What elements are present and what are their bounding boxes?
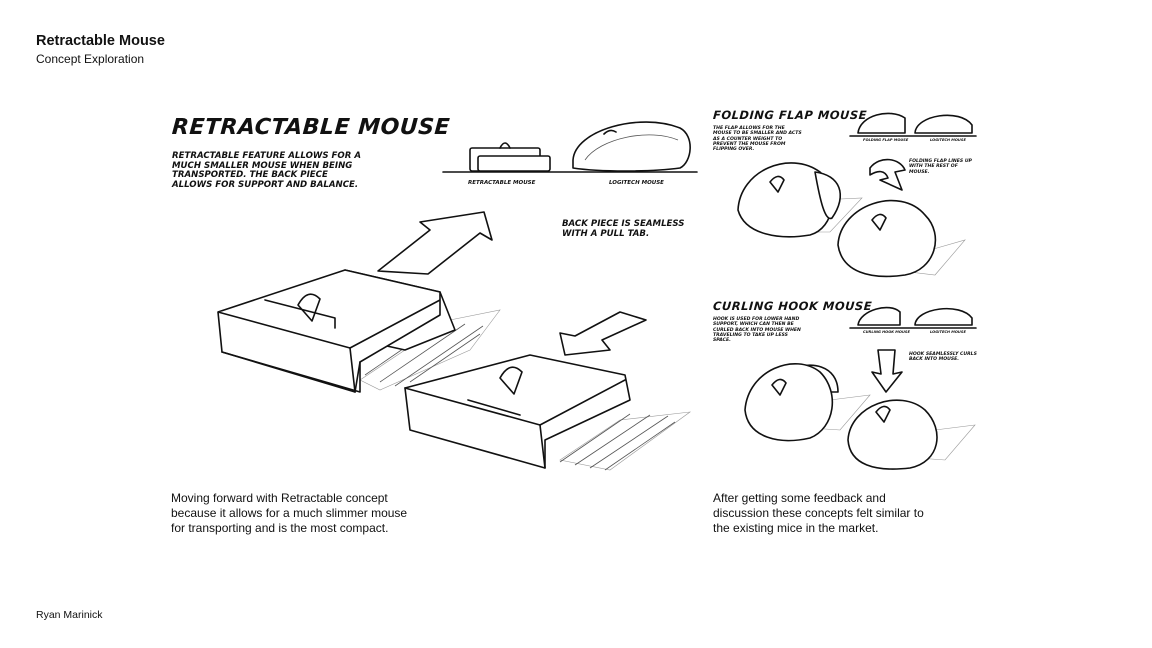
label-logitech-mouse-3: LOGITECH MOUSE [930, 330, 966, 334]
caption-retractable: Moving forward with Retractable concept … [171, 491, 408, 535]
back-piece-note: BACK PIECE IS SEAMLESS WITH A PULL TAB. [562, 219, 685, 239]
label-logitech-mouse: LOGITECH MOUSE [609, 180, 664, 186]
label-logitech-mouse-2: LOGITECH MOUSE [930, 138, 966, 142]
folding-flap-comparison-sketch [849, 112, 977, 137]
retractable-note: RETRACTABLE FEATURE ALLOWS FOR A MUCH SM… [172, 151, 361, 190]
size-comparison-sketch [442, 121, 698, 173]
label-retractable-mouse: RETRACTABLE MOUSE [468, 180, 536, 186]
arrow-down-icon [559, 311, 647, 356]
label-curling-hook-mouse: CURLING HOOK MOUSE [863, 330, 910, 334]
caption-other-concepts: After getting some feedback and discussi… [713, 491, 924, 535]
retractable-mouse-extended-sketch [217, 269, 501, 393]
arrow-up-icon [377, 211, 493, 275]
sketch-title-retractable: RETRACTABLE MOUSE [171, 115, 451, 140]
curling-hook-comparison-sketch [849, 306, 977, 329]
label-folding-flap-mouse: FOLDING FLAP MOUSE [863, 138, 909, 142]
author-name: Ryan Marinick [36, 609, 103, 621]
folding-flap-note-2: FOLDING FLAP LINES UP WITH THE REST OF M… [909, 159, 972, 175]
page-title: Retractable Mouse [36, 33, 165, 49]
curling-hook-note-2: HOOK SEAMLESSLY CURLS BACK INTO MOUSE. [909, 352, 977, 363]
folding-flap-note: THE FLAP ALLOWS FOR THE MOUSE TO BE SMAL… [713, 126, 802, 153]
folding-flap-mouse-sketch [737, 158, 966, 278]
retractable-mouse-retracted-sketch [404, 354, 692, 471]
curling-hook-mouse-sketch [744, 349, 976, 470]
curling-hook-note: HOOK IS USED FOR LOWER HAND SUPPORT, WHI… [713, 317, 801, 344]
sketch-title-curling-hook: CURLING HOOK MOUSE [712, 299, 873, 313]
page-subtitle: Concept Exploration [36, 52, 145, 66]
sketch-title-folding-flap: FOLDING FLAP MOUSE [712, 108, 868, 122]
